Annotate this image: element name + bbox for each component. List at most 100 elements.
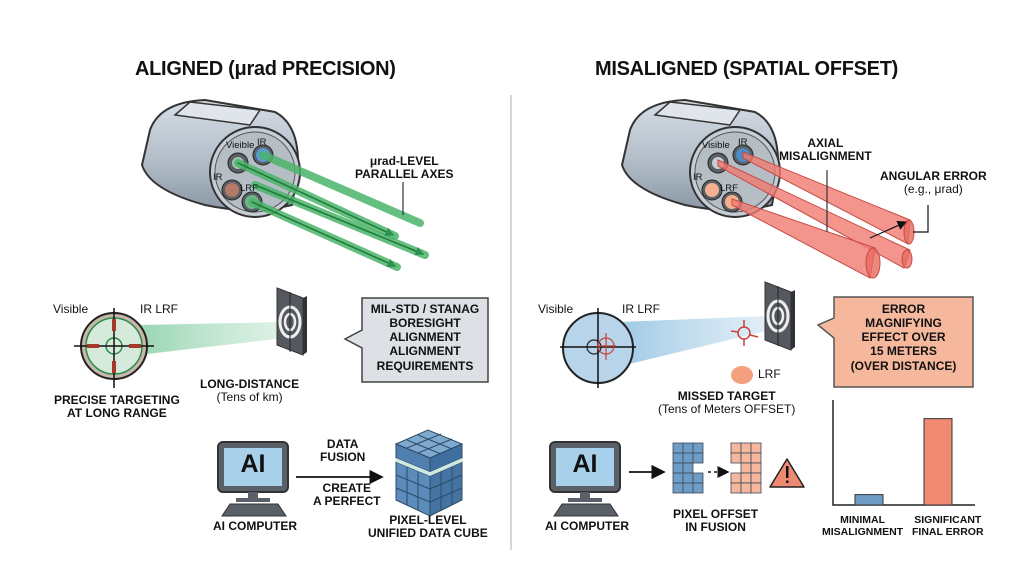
pixel-cell bbox=[672, 482, 684, 494]
callout-line: BORESIGHT bbox=[389, 316, 461, 331]
lrf-spot-label: LRF bbox=[758, 367, 781, 381]
pixel-cell bbox=[672, 442, 684, 454]
left-computer-caption: AI COMPUTER bbox=[213, 519, 297, 533]
chart-axes bbox=[832, 400, 975, 506]
left-parallel-beams bbox=[234, 151, 429, 271]
axial-line: AXIAL bbox=[807, 136, 844, 150]
blue-sight-cone bbox=[620, 316, 770, 365]
axes-label-line: μrad-LEVEL bbox=[369, 154, 439, 168]
pixel-cell bbox=[682, 462, 694, 474]
fusion-line: CREATE bbox=[322, 481, 371, 495]
right-sensor-housing bbox=[620, 98, 781, 218]
missed-line: MISSED TARGET bbox=[677, 389, 776, 403]
left-callout-box bbox=[343, 297, 489, 383]
left-callout-text: MIL-STD / STANAG BORESIGHT ALIGNMENT ALI… bbox=[362, 302, 488, 373]
caption-line: PRECISE TARGETING bbox=[54, 393, 180, 407]
tick-label: MINIMAL bbox=[840, 514, 885, 526]
distance-line: (Tens of km) bbox=[216, 390, 283, 405]
left-reticle-visible-label: Visible bbox=[53, 302, 89, 316]
pixel-cell bbox=[750, 482, 762, 494]
axial-misalignment-label: AXIAL MISALIGNMENT bbox=[779, 136, 872, 164]
angular-leader bbox=[913, 205, 929, 233]
parallel-axes-label: μrad-LEVEL PARALLEL AXES bbox=[355, 154, 454, 182]
tick-label: FINAL ERROR bbox=[912, 525, 984, 538]
angular-arrow bbox=[869, 221, 908, 239]
pixel-cell bbox=[740, 462, 752, 474]
missed-target-crosshair-icon bbox=[730, 320, 759, 346]
cube-caption-line: UNIFIED DATA CUBE bbox=[368, 526, 488, 541]
angular-line: ANGULAR ERROR bbox=[880, 169, 987, 183]
right-reticle-visible-label: Visible bbox=[538, 302, 574, 316]
pixel-caption-line: IN FUSION bbox=[685, 520, 746, 535]
pixel-cell bbox=[672, 462, 684, 474]
callout-line: (OVER DISTANCE) bbox=[850, 358, 957, 373]
pixel-cell bbox=[730, 442, 742, 454]
chart-bar-0 bbox=[854, 494, 884, 506]
cube-caption-line: PIXEL-LEVEL bbox=[389, 513, 467, 527]
right-callout-text: ERROR MAGNIFYING EFFECT OVER 15 METERS (… bbox=[834, 302, 973, 373]
pixel-cell bbox=[672, 472, 684, 484]
callout-line: ERROR bbox=[881, 302, 926, 316]
chart-bar-1 bbox=[923, 418, 953, 506]
pixel-cell bbox=[750, 442, 762, 454]
caption-line: AT LONG RANGE bbox=[67, 406, 167, 421]
right-ai-computer-icon bbox=[549, 441, 621, 517]
callout-line: ALIGNMENT bbox=[389, 344, 461, 359]
pixel-cell bbox=[730, 452, 742, 464]
error-bar-chart bbox=[832, 400, 975, 506]
chart-category-label-1: SIGNIFICANT FINAL ERROR bbox=[912, 514, 984, 539]
fusion-above-label: DATA FUSION bbox=[320, 437, 366, 465]
left-ai-computer-icon bbox=[217, 441, 289, 517]
callout-line: REQUIREMENTS bbox=[376, 358, 474, 373]
right-computer-caption: AI COMPUTER bbox=[545, 519, 629, 533]
left-reticle bbox=[74, 308, 285, 388]
pixel-cell bbox=[740, 472, 752, 484]
pixel-cell bbox=[750, 462, 762, 474]
pixel-cell bbox=[730, 472, 742, 484]
lens-label-lrf: LRF bbox=[240, 183, 258, 194]
callout-line: 15 METERS bbox=[870, 344, 937, 359]
distance-line: LONG-DISTANCE bbox=[200, 377, 300, 391]
pixel-cell bbox=[750, 452, 762, 464]
pixel-cell bbox=[730, 482, 742, 494]
callout-line: MIL-STD / STANAG bbox=[370, 302, 480, 316]
right-reticle bbox=[560, 308, 770, 388]
warning-icon bbox=[769, 458, 805, 488]
angular-line: (e.g., μrad) bbox=[903, 182, 963, 197]
pixel-caption-line: PIXEL OFFSET bbox=[673, 507, 759, 521]
right-reticle-ir-lrf-label: IR LRF bbox=[622, 302, 661, 316]
angular-error-label: ANGULAR ERROR (e.g., μrad) bbox=[880, 169, 987, 197]
pixel-cell bbox=[740, 482, 752, 494]
pixel-cell bbox=[682, 472, 694, 484]
pixel-cell bbox=[692, 442, 704, 454]
callout-line: MAGNIFYING bbox=[865, 316, 942, 331]
pixel-cell bbox=[682, 452, 694, 464]
lens-label-ir: IR bbox=[257, 137, 267, 148]
pixel-cell bbox=[740, 452, 752, 464]
pixel-cell bbox=[692, 452, 704, 464]
callout-line: ALIGNMENT bbox=[389, 330, 461, 345]
callout-line: EFFECT OVER bbox=[861, 330, 946, 345]
left-target-board bbox=[276, 287, 307, 356]
right-panel-title: MISALIGNED (SPATIAL OFFSET) bbox=[595, 58, 899, 80]
axial-line: MISALIGNMENT bbox=[779, 149, 872, 164]
left-reticle-ir-lrf-label: IR LRF bbox=[140, 302, 179, 316]
left-screen-text: AI bbox=[240, 450, 266, 478]
lrf-spot bbox=[731, 366, 753, 384]
tick-label: MISALIGNMENT bbox=[822, 525, 904, 538]
lens-label-ir-2: IR bbox=[213, 172, 223, 183]
fusion-line: A PERFECT bbox=[313, 494, 381, 509]
axes-label-line: PARALLEL AXES bbox=[355, 167, 454, 182]
pixel-cell bbox=[672, 452, 684, 464]
lens-label-ir: IR bbox=[738, 137, 748, 148]
right-target-board bbox=[764, 281, 795, 351]
pixel-cell bbox=[750, 472, 762, 484]
fusion-below-label: CREATE A PERFECT bbox=[313, 481, 381, 509]
precise-targeting-caption: PRECISE TARGETING AT LONG RANGE bbox=[54, 393, 180, 421]
fusion-line: DATA bbox=[326, 437, 359, 451]
pixel-cell bbox=[692, 482, 704, 494]
chart-category-label-0: MINIMAL MISALIGNMENT bbox=[822, 514, 904, 539]
fusion-line: FUSION bbox=[320, 450, 366, 465]
lens-label-visible: Vieible bbox=[226, 140, 255, 151]
